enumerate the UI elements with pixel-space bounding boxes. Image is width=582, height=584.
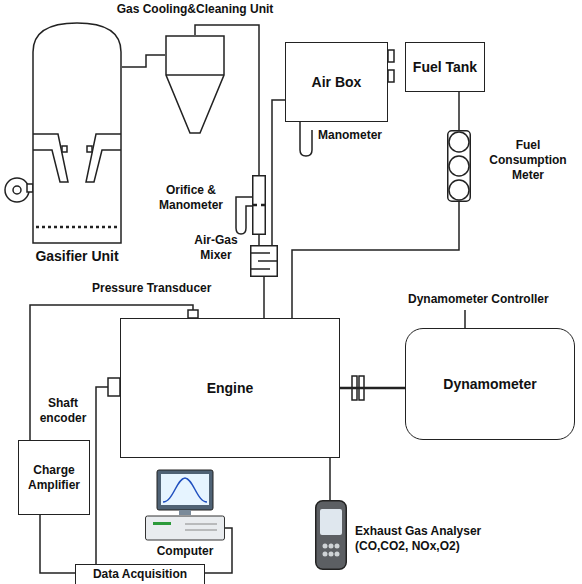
node-label: Exhaust Gas Analyser (CO,CO2, NOx,O2) [355,524,515,554]
cyclone-unit-outline [165,35,225,135]
analyser-device-outline [315,500,347,570]
node-label: Charge Amplifier [19,463,89,492]
blower-hub [13,186,21,194]
part-label: Manometer [318,128,382,143]
node-label: Fuel Tank [410,59,480,76]
connector-line [40,515,75,573]
part-label: Pressure Transducer [92,281,211,296]
process-box: Charge Amplifier [18,440,90,515]
part-label: Shaft encoder [36,396,90,426]
mixer-symbol-outline [250,245,278,277]
node-label: Gas Cooling&Cleaning Unit [105,2,285,17]
leader-line [464,310,466,328]
orifice-column: Orifice & Manometer [252,175,266,235]
computer-icon: Computer [145,470,225,542]
node-label: Engine [204,380,257,397]
fuel-meter: Fuel Consumption Meter [447,130,471,202]
cyclone-unit: Gas Cooling&Cleaning Unit [165,35,225,135]
connector-line [263,277,265,318]
engine-box: Engine [120,318,340,458]
node-label: Orifice & Manometer [154,183,228,213]
airbox-port [388,50,394,62]
node-label: Computer [145,544,225,559]
blower-fan [5,178,29,202]
analyser-device: Exhaust Gas Analyser (CO,CO2, NOx,O2) [315,500,347,570]
process-box: Data Acquisition [75,564,205,584]
connector-line [458,92,460,130]
computer-icon-outline [145,470,225,542]
connector-line [96,387,108,564]
node-label: Gasifier Unit [17,248,137,266]
node-label: Air Box [309,74,365,91]
node-label: Dynamometer [440,376,539,393]
connector-line [272,100,285,245]
process-box: Fuel Tank [405,42,485,92]
orifice-column-outline [252,175,266,235]
blower-duct [27,184,33,192]
connector-line [329,458,331,500]
connector-line [258,235,260,245]
node-label: Data Acquisition [90,567,190,581]
process-box: Air Box [285,42,388,122]
airbox-port [388,70,394,82]
part-label: Dynamometer Controller [408,292,549,307]
fuel-meter-outline [447,130,471,202]
orifice-manometer-tube [236,197,252,234]
node-label: Air-Gas Mixer [188,233,244,263]
connector-line [340,387,405,390]
shaft-encoder-symbol [108,378,120,396]
connector-line [122,55,165,67]
airbox-manometer-tube [300,122,312,156]
gasifier-unit-outline [32,22,122,244]
node-label: Fuel Consumption Meter [479,138,577,183]
dynamometer-box: Dynamometer [405,328,575,440]
mixer-symbol: Air-Gas Mixer [250,245,278,277]
pressure-transducer-symbol [188,310,198,318]
gasifier-unit: Gasifier Unit [32,22,122,244]
